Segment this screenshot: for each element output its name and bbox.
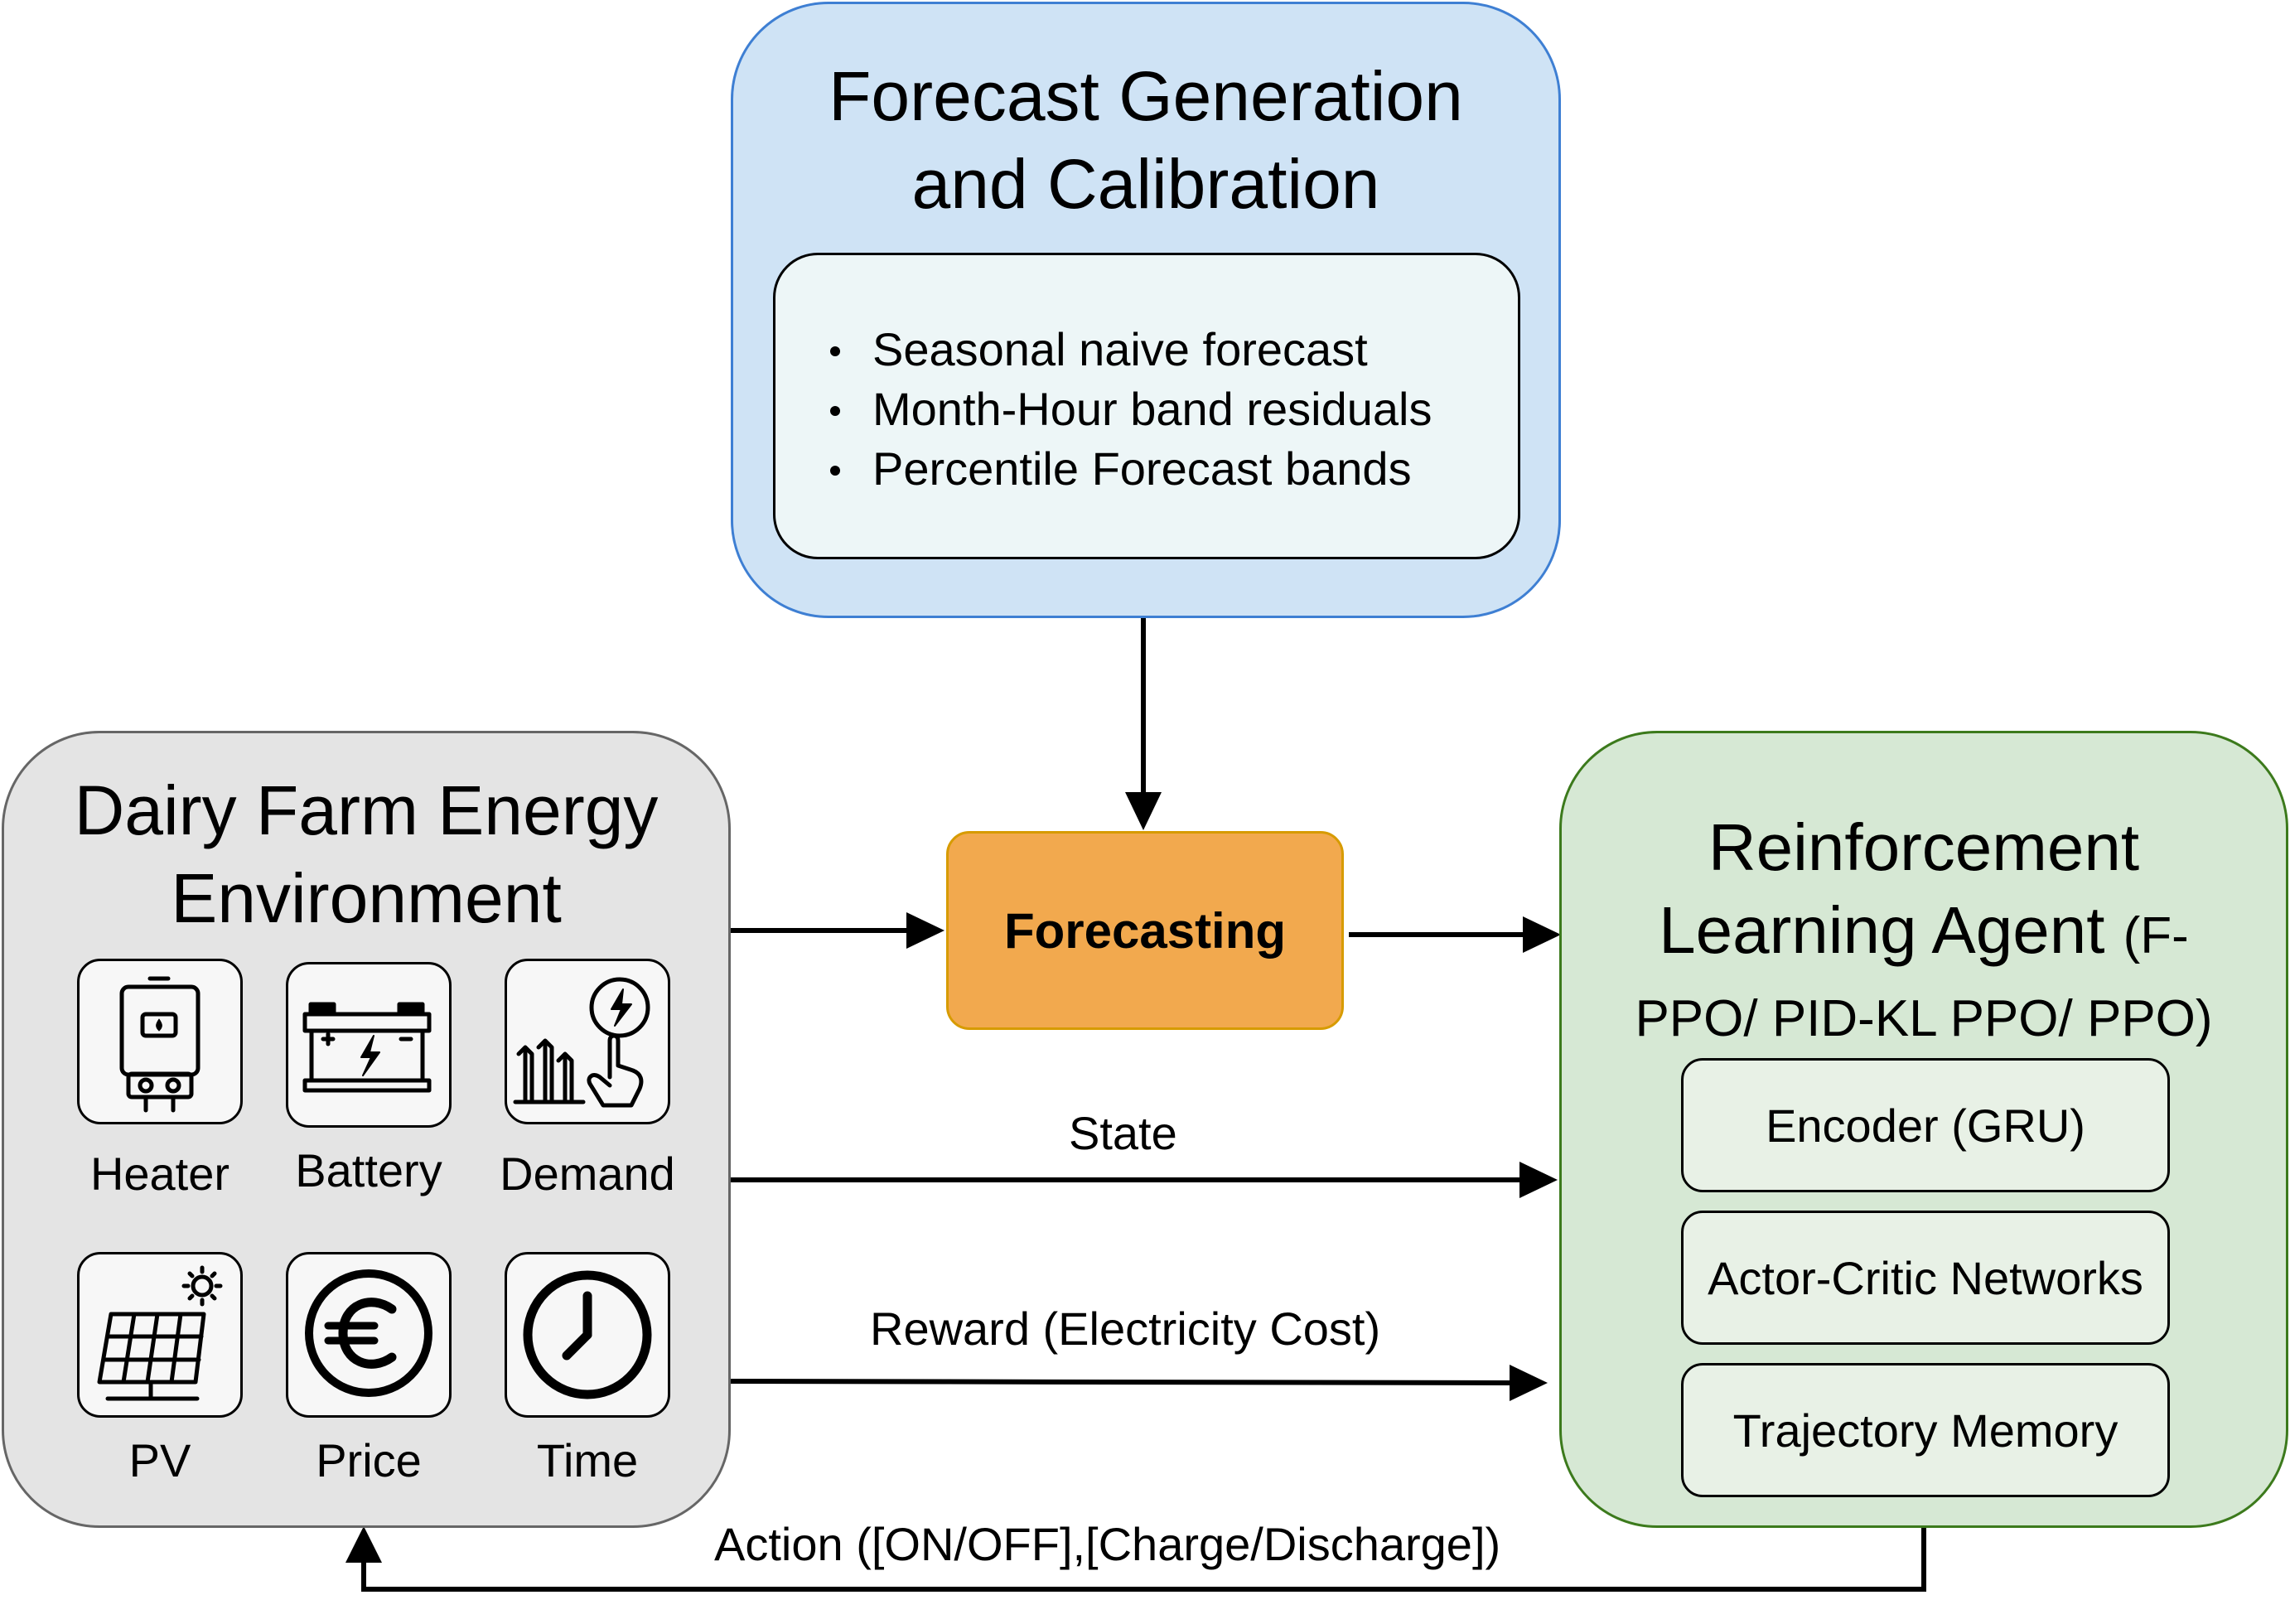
agent-variant-part-1: (F- [2123,907,2189,964]
forecast-method-item: Percentile Forecast bands [825,439,1432,499]
demand-icon [505,959,670,1124]
agent-title-text: Learning Agent [1659,893,2105,967]
forecast-method-item: Month-Hour band residuals [825,379,1432,439]
water-heater-icon [77,959,243,1124]
euro-icon [286,1252,452,1418]
actor-critic-label: Actor-Critic Networks [1708,1251,2143,1304]
arrowhead-agent-reward [1510,1365,1548,1401]
edge-reward [730,1379,1514,1385]
rl-agent-block: Reinforcement Learning Agent (F- PPO/ PI… [1559,731,2288,1528]
forecasting-label: Forecasting [1003,902,1287,959]
time-label: Time [536,1434,639,1486]
trajectory-memory-box: Trajectory Memory [1681,1363,2170,1497]
arrowhead-agent-state [1519,1162,1558,1198]
solar-panel-icon [77,1252,243,1418]
forecast-methods-list: Seasonal naive forecast Month-Hour band … [825,320,1432,499]
forecast-method-item: Seasonal naive forecast [825,320,1432,379]
battery-icon [286,962,452,1128]
action-edge-label: Action ([ON/OFF],[Charge/Discharge]) [714,1518,1501,1570]
forecast-generation-title: Forecast Generation and Calibration [733,52,1558,228]
pv-label: PV [128,1434,191,1486]
demand-label: Demand [500,1148,675,1200]
environment-title-line-2: Environment [171,859,562,937]
forecast-methods-box: Seasonal naive forecast Month-Hour band … [773,253,1520,559]
reward-edge-label: Reward (Electricity Cost) [870,1303,1381,1355]
encoder-label: Encoder (GRU) [1766,1099,2085,1152]
arrowhead-environment-action [345,1526,382,1563]
edge-action [361,1528,1926,1592]
heater-label: Heater [89,1148,230,1200]
dairy-farm-environment-block: Dairy Farm Energy Environment Heater [2,731,731,1528]
actor-critic-box: Actor-Critic Networks [1681,1211,2170,1345]
battery-label: Battery [295,1144,442,1196]
trajectory-memory-label: Trajectory Memory [1732,1404,2118,1457]
forecast-generation-block: Forecast Generation and Calibration Seas… [731,2,1561,618]
agent-title-line-2: Learning Agent (F- [1578,889,2269,978]
arrowhead-forecasting-left [906,912,945,949]
agent-variant-part-2: PPO/ PID-KL PPO/ PPO) [1635,990,2213,1047]
arrowhead-agent-forecast [1523,916,1561,953]
clock-icon [505,1252,670,1418]
encoder-gru-box: Encoder (GRU) [1681,1058,2170,1192]
forecasting-node: Forecasting [946,831,1344,1030]
state-edge-label: State [1069,1107,1177,1159]
environment-title-line-1: Dairy Farm Energy [74,771,659,849]
arrowhead-forecasting-top [1125,792,1162,830]
forecast-title-line-1: Forecast Generation [829,57,1463,135]
rl-agent-title: Reinforcement Learning Agent (F- PPO/ PI… [1578,806,2269,1061]
price-label: Price [316,1434,422,1486]
forecast-title-line-2: and Calibration [911,145,1380,223]
agent-title-line-1: Reinforcement [1708,810,2140,884]
environment-title: Dairy Farm Energy Environment [4,766,728,942]
